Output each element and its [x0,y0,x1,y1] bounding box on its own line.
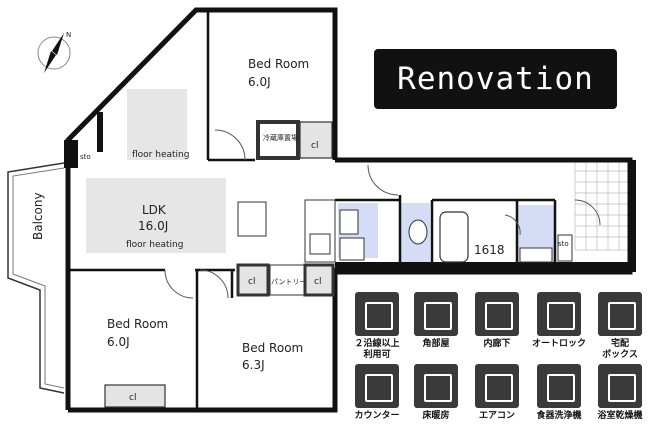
train-icon [355,292,399,336]
floor-heating-top-label: floor heating [132,150,189,160]
counter-kitchen-icon [355,364,399,408]
washbasin [339,209,359,235]
auto-lock-icon [537,292,581,336]
washing-machine [339,237,365,261]
balcony-inner [12,167,65,389]
feature-label: カウンター [354,411,400,421]
feature-item: 食器洗浄機 [528,364,590,422]
feature-item: 内廊下 [466,292,528,350]
feature-label: 内廊下 [483,339,511,349]
room-ldk-name: LDK [142,203,167,217]
svg-text:パントリー: パントリー [271,278,306,286]
wall-pillars [64,112,636,272]
bathroom-dryer-icon [598,364,642,408]
feature-item: エアコン [466,364,528,422]
svg-text:cl: cl [248,277,255,287]
room-bed-mid-name: Bed Room [242,341,303,355]
closet-left-bottom: cl [104,384,166,408]
room-bed-left-size: 6.0J [107,335,130,349]
feature-label: オートロック [531,339,586,349]
balcony-outline [7,162,65,394]
svg-text:N: N [66,31,71,39]
feature-item: 宅配ボックス [589,292,651,361]
stove [309,233,331,255]
interior-walls [68,10,557,410]
entrance-tiles [574,159,631,251]
feature-label: エアコン [478,411,515,421]
feature-label: ２沿線以上利用可 [354,339,400,360]
storage-sto-right: sto [558,240,569,248]
balcony-label: Balcony [31,192,45,240]
delivery-box-icon [598,292,642,336]
dishwasher-icon [537,364,581,408]
feature-item: ２沿線以上利用可 [346,292,408,361]
feature-label: 浴室乾燥機 [597,411,643,421]
room-bed-top-size: 6.0J [248,75,271,89]
vanity [519,247,553,263]
svg-text:cl: cl [314,277,321,287]
fridge-space: 冷蔵庫置場 [256,120,300,160]
feature-item: オートロック [528,292,590,350]
closet-mid-2: cl [303,263,335,297]
shoe-storage [557,234,573,262]
svg-text:cl: cl [311,141,318,151]
inner-corridor-icon [475,292,519,336]
storage-sto-left: sto [80,153,91,161]
room-ldk-size: 16.0J [138,219,168,233]
pantry: パントリー [269,264,306,296]
bathtub [439,211,469,263]
closet-top: cl [299,121,333,159]
floor-heating-zone-top [127,89,187,160]
room-ldk-note: floor heating [126,240,183,250]
feature-label: 宅配ボックス [602,339,638,360]
bath-size-label: 1618 [474,243,505,257]
feature-item: 角部屋 [405,292,467,350]
feature-label: 食器洗浄機 [536,411,582,421]
windows [65,7,320,413]
room-bed-mid-size: 6.3J [242,358,265,372]
corner-room-icon [414,292,458,336]
closet-mid-1: cl [236,263,270,297]
room-bed-left-name: Bed Room [107,317,168,331]
toilet [408,219,428,245]
feature-label: 床暖房 [422,411,450,421]
air-conditioner-icon [475,364,519,408]
floor-heating-icon [414,364,458,408]
fridge-label: 冷蔵庫置場 [263,133,298,142]
room-bed-top-name: Bed Room [248,57,309,71]
kitchen-sink [237,201,267,237]
door-swings [164,129,601,299]
feature-item: カウンター [346,364,408,422]
compass-icon: N [37,31,71,73]
feature-item: 床暖房 [405,364,467,422]
svg-text:cl: cl [129,393,136,403]
feature-item: 浴室乾燥機 [589,364,651,422]
renovation-banner: Renovation [374,49,617,109]
floor-heating-zone-ldk [86,178,226,253]
feature-label: 角部屋 [422,339,450,349]
